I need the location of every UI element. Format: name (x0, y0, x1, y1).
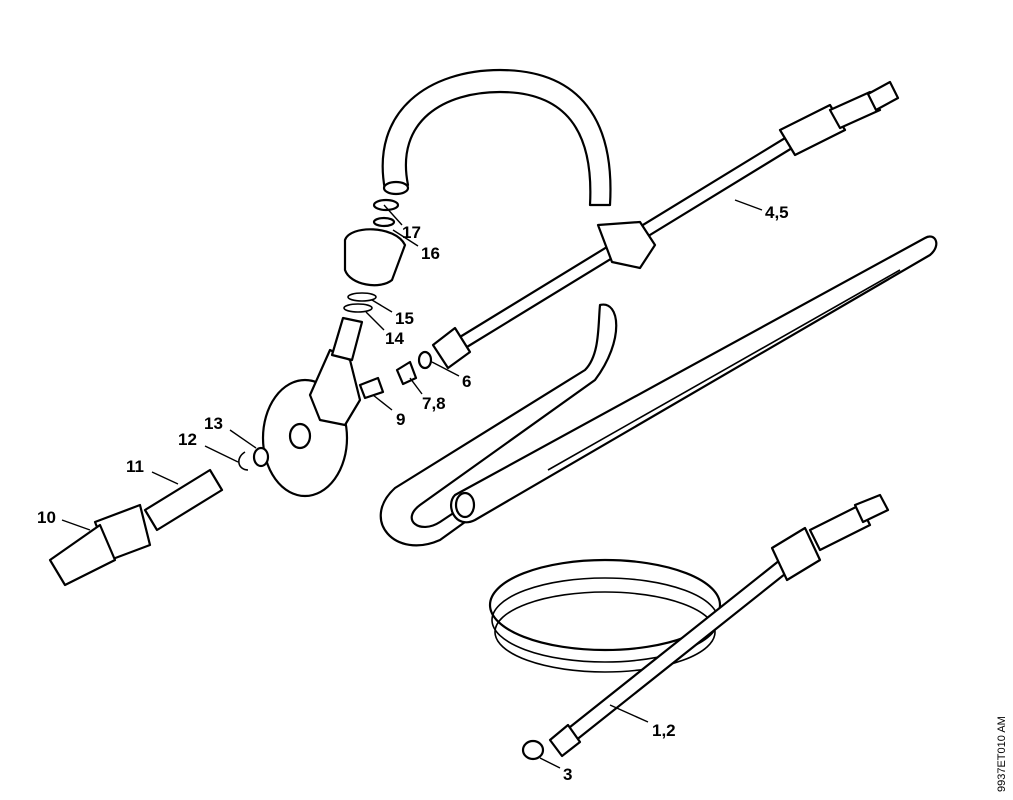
callout-11: 11 (126, 457, 144, 476)
plug-3 (521, 739, 545, 761)
lance-holder (379, 235, 938, 547)
leader-lines (61, 199, 763, 769)
callout-9: 9 (396, 410, 405, 429)
callout-1-2: 1,2 (652, 721, 676, 740)
spray-lance-4-5 (431, 80, 900, 370)
callout-7-8: 7,8 (422, 394, 446, 413)
callout-4-5: 4,5 (765, 203, 789, 222)
callout-6: 6 (462, 372, 471, 391)
drawing-code: 9937ET010 AM (996, 716, 1008, 792)
curved-hose-top (381, 68, 612, 207)
callout-14: 14 (385, 329, 404, 348)
callout-16: 16 (421, 244, 440, 263)
nozzle-assembly (48, 198, 433, 587)
callout-15: 15 (395, 309, 414, 328)
callout-3: 3 (563, 765, 572, 784)
high-pressure-hose-1-2 (488, 493, 890, 758)
callout-13: 13 (204, 414, 223, 433)
callout-17: 17 (402, 223, 421, 242)
callout-12: 12 (178, 430, 197, 449)
callout-10: 10 (37, 508, 56, 527)
